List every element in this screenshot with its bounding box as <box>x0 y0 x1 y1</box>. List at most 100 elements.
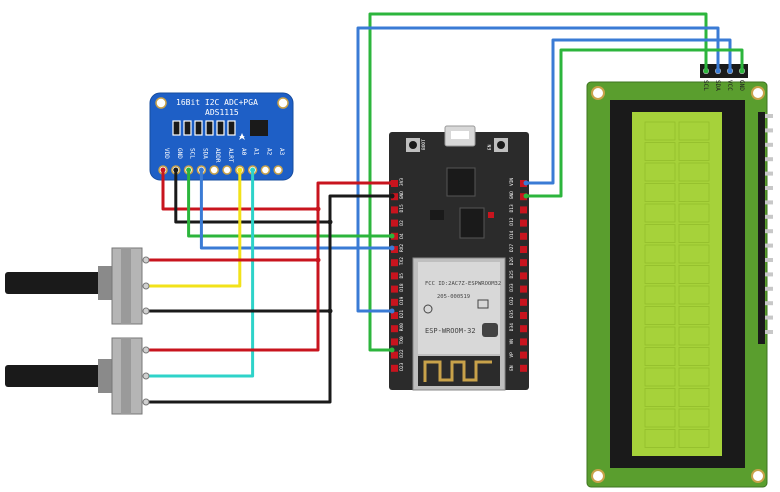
lcd-char-cell <box>678 388 710 407</box>
esp-pin-d13[interactable] <box>520 206 527 214</box>
ads-pin-a2[interactable] <box>260 165 271 175</box>
esp-pin-en[interactable] <box>520 364 527 372</box>
esp-pin-label: D35 <box>509 310 515 318</box>
wire-ads-vdd-end <box>160 167 166 173</box>
pot2-shaft[interactable] <box>5 365 105 387</box>
lcd-mount-hole <box>591 86 605 100</box>
esp-pin-label: D26 <box>509 257 515 265</box>
pot-terminal[interactable] <box>142 346 150 354</box>
lcd-header-pin <box>765 157 773 162</box>
esp-pin-d23[interactable] <box>391 364 398 372</box>
esp-pin-d19[interactable] <box>391 298 398 306</box>
esp-pin-d21[interactable] <box>391 312 398 319</box>
lcd-char-cell <box>678 121 710 141</box>
en-button[interactable] <box>497 141 505 149</box>
esp-pin-tx2[interactable] <box>391 259 398 267</box>
lcd-char-cell <box>644 367 676 387</box>
esp-pin-d33[interactable] <box>520 285 527 293</box>
esp-pin-tx0[interactable] <box>391 338 398 346</box>
wire-ads-gnd-end <box>389 193 395 199</box>
esp-pin-d26[interactable] <box>520 259 527 267</box>
esp-pin-label: TX0 <box>399 336 405 344</box>
esp-pin-d15[interactable] <box>391 206 398 214</box>
pot1-body-shade <box>121 248 131 324</box>
lcd-mount-hole <box>591 469 605 483</box>
ads-pin-label: A2 <box>265 148 272 156</box>
esp-pin-d32[interactable] <box>520 298 527 306</box>
esp-pin-label: VN <box>509 339 515 345</box>
lcd-char-cell <box>644 388 676 407</box>
esp-pin-rx0[interactable] <box>391 325 398 333</box>
pot-terminal[interactable] <box>142 256 150 264</box>
lcd-pin-label: GND <box>738 80 745 91</box>
esp-pin-vp[interactable] <box>520 351 527 359</box>
lcd-char-cell <box>678 183 710 202</box>
esp-pin-label: D23 <box>399 362 405 370</box>
pot1-shaft[interactable] <box>5 272 105 294</box>
ads-pin-label: ADDR <box>214 148 221 163</box>
wire-lcd-scl <box>368 12 708 352</box>
lcd-char-cell <box>644 326 676 346</box>
esp-pin-gnd[interactable] <box>391 193 398 201</box>
wire-pot2-gnd <box>146 311 332 404</box>
esp-pin-d22[interactable] <box>391 351 398 359</box>
pot-terminal[interactable] <box>142 372 150 380</box>
esp-pin-d27[interactable] <box>520 246 527 253</box>
esp-pin-label: D12 <box>509 217 515 225</box>
module-text-name: ESP-WROOM-32 <box>425 327 476 335</box>
lcd-char-cell <box>644 203 676 223</box>
lcd-char-cell <box>644 347 676 366</box>
esp-pin-d34[interactable] <box>520 325 527 333</box>
esp32-left-header: 3V3GNDD15D2D4RX2TX2D5D18D19D21RX0TX0D22D… <box>391 178 405 372</box>
esp-pin-d35[interactable] <box>520 312 527 319</box>
wire-lcd-gnd-end <box>739 68 745 74</box>
esp-pin-d2[interactable] <box>391 219 398 227</box>
module-text-id: 205-000519 <box>437 294 470 300</box>
lcd-char-cell <box>644 121 676 141</box>
lcd-char-cell <box>678 326 710 346</box>
wire-ads-scl-end <box>389 233 395 239</box>
smd-resistor <box>227 120 236 136</box>
wire-lcd-gnd-end <box>523 193 529 199</box>
esp-pin-label: GND <box>399 191 405 199</box>
pot-terminal[interactable] <box>142 307 150 315</box>
lcd-char-cell <box>644 408 676 428</box>
esp-pin-label: D33 <box>509 283 515 291</box>
boot-button[interactable] <box>409 141 417 149</box>
esp-pin-rx2[interactable] <box>391 246 398 253</box>
esp-pin-d25[interactable] <box>520 272 527 280</box>
boot-button-label: BOOT <box>421 139 427 150</box>
ads-pin-addr[interactable] <box>209 165 219 175</box>
ads-pin-label: SCL <box>189 148 196 159</box>
esp-pin-label: D25 <box>509 270 515 278</box>
wire-ads-scl-end <box>186 167 192 173</box>
lcd-char-cell <box>678 265 710 284</box>
lcd-header-pin <box>765 214 773 219</box>
i2c-backpack-header <box>700 64 748 78</box>
esp-pin-label: D2 <box>399 220 405 226</box>
pot-terminal[interactable] <box>142 282 150 290</box>
wire-lcd-sda-end <box>715 68 721 74</box>
ads-pin-a3[interactable] <box>273 165 283 175</box>
ads1115-chip <box>250 120 268 136</box>
esp-pin-d5[interactable] <box>391 272 398 280</box>
ads-pin-alrt[interactable] <box>222 165 232 175</box>
esp-pin-vn[interactable] <box>520 338 527 346</box>
esp-pin-d14[interactable] <box>520 232 527 240</box>
esp-pin-vin[interactable] <box>520 180 527 187</box>
esp-pin-gnd[interactable] <box>520 193 527 201</box>
esp-pin-d18[interactable] <box>391 285 398 293</box>
esp-pin-d12[interactable] <box>520 219 527 227</box>
esp-pin-3v3[interactable] <box>391 180 398 187</box>
pot-terminal[interactable] <box>142 398 150 406</box>
ads1115-pcb <box>149 92 294 181</box>
lcd-char-cell <box>678 367 710 387</box>
lcd-header-pin <box>765 301 773 306</box>
esp-pin-label: D5 <box>399 273 405 279</box>
esp-pin-label: D22 <box>399 349 405 357</box>
wire-lcd-scl-end <box>703 68 709 74</box>
wire-ads-sda-end <box>389 245 395 251</box>
esp-pin-d4[interactable] <box>391 232 398 240</box>
smd-resistor <box>172 120 181 136</box>
esp-pin-label: RX2 <box>399 244 405 252</box>
